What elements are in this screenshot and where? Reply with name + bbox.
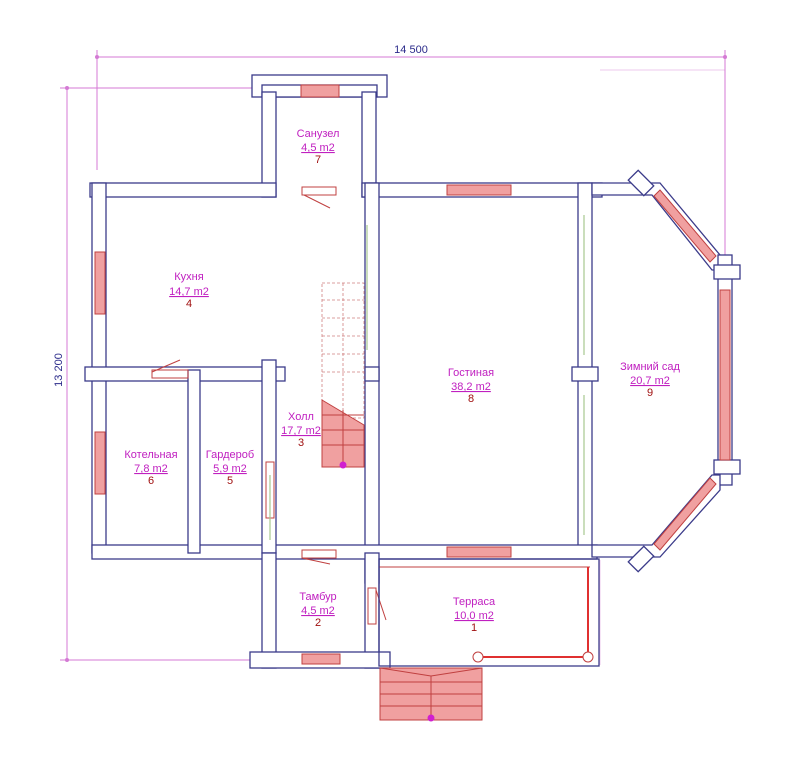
terrace-railing — [378, 558, 600, 667]
room-number: 5 — [227, 475, 233, 487]
room-area: 4,5 m2 — [301, 605, 335, 617]
room-number: 1 — [471, 622, 477, 634]
room-name: Гостиная — [448, 367, 494, 379]
room-number: 4 — [186, 298, 192, 310]
room-name: Кухня — [174, 271, 203, 283]
room-area: 20,7 m2 — [630, 375, 670, 387]
room-label-garderob: Гардероб 5,9 m2 5 — [206, 449, 254, 487]
room-label-gostinaya: Гостиная 38,2 m2 8 — [448, 367, 494, 405]
room-area: 17,7 m2 — [281, 425, 321, 437]
room-number: 6 — [148, 475, 154, 487]
room-area: 10,0 m2 — [454, 610, 494, 622]
room-label-zimniy-sad: Зимний сад 20,7 m2 9 — [620, 361, 680, 399]
room-number: 9 — [647, 387, 653, 399]
windows — [94, 84, 731, 665]
room-name: Котельная — [124, 449, 177, 461]
room-area: 38,2 m2 — [451, 381, 491, 393]
room-label-sanuzel: Санузел 4,5 m2 7 — [297, 128, 340, 166]
room-name: Тамбур — [299, 591, 336, 603]
partitions — [269, 215, 585, 540]
room-label-kholl: Холл 17,7 m2 3 — [281, 411, 321, 449]
room-number: 2 — [315, 617, 321, 629]
room-area: 4,5 m2 — [301, 142, 335, 154]
room-name: Санузел — [297, 128, 340, 140]
room-name: Гардероб — [206, 449, 254, 461]
room-number: 8 — [468, 393, 474, 405]
room-name: Зимний сад — [620, 361, 680, 373]
room-area: 7,8 m2 — [134, 463, 168, 475]
room-name: Холл — [288, 411, 314, 423]
width-dimension-label: 14 500 — [394, 44, 428, 56]
dimension-lines — [60, 50, 727, 665]
room-number: 3 — [298, 437, 304, 449]
room-area: 5,9 m2 — [213, 463, 247, 475]
entrance-steps — [379, 667, 483, 722]
room-label-kukhnya: Кухня 14,7 m2 4 — [169, 271, 209, 310]
height-dimension-label: 13 200 — [53, 353, 65, 387]
room-number: 7 — [315, 154, 321, 166]
room-name: Терраса — [453, 596, 496, 608]
room-area: 14,7 m2 — [169, 286, 209, 298]
room-label-kotelnaya: Котельная 7,8 m2 6 — [124, 449, 177, 487]
room-label-tambur: Тамбур 4,5 m2 2 — [299, 591, 336, 629]
interior-staircase — [321, 282, 365, 469]
room-label-terrasa: Терраса 10,0 m2 1 — [453, 596, 496, 634]
